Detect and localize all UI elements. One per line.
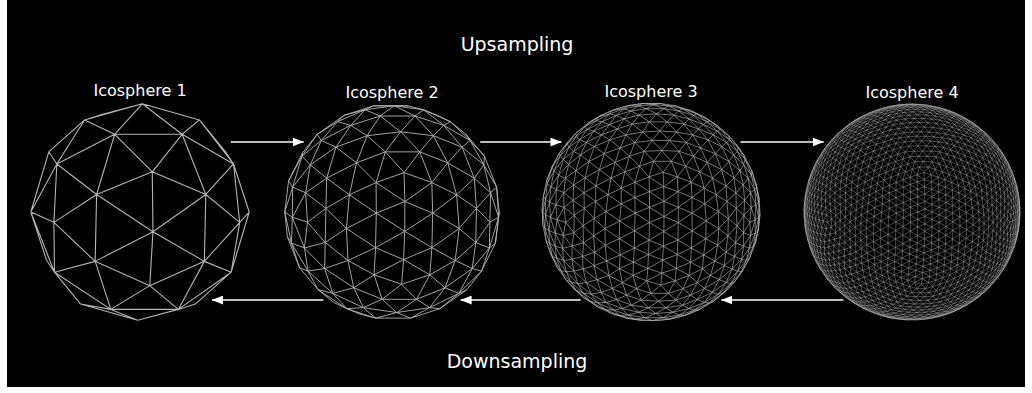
sampling-arrow [461, 299, 581, 301]
sphere-label: Icosphere 4 [865, 83, 958, 102]
sampling-arrow [231, 141, 304, 143]
sphere-label: Icosphere 1 [93, 81, 186, 100]
diagram-title: Upsampling [461, 33, 574, 55]
mesh-edges [804, 104, 1020, 320]
icosphere-node: Icosphere 2 [284, 104, 500, 320]
mesh-edges [31, 104, 249, 320]
diagram-caption: Downsampling [447, 350, 588, 372]
icosphere-node: Icosphere 3 [542, 103, 760, 321]
sampling-arrow [212, 299, 323, 301]
mesh-edges [285, 106, 499, 318]
sampling-arrow [741, 141, 824, 143]
icosphere-wireframe [804, 104, 1020, 320]
icosphere-wireframe [542, 103, 760, 321]
mesh-edges [542, 103, 760, 320]
sampling-arrow [480, 141, 561, 143]
icosphere-node: Icosphere 4 [804, 104, 1020, 320]
sphere-label: Icosphere 2 [345, 83, 438, 102]
icosphere-node: Icosphere 1 [30, 102, 250, 322]
icosphere-wireframe [30, 102, 250, 322]
icosphere-wireframe [284, 104, 500, 320]
sampling-arrow [721, 299, 843, 301]
sphere-label: Icosphere 3 [604, 82, 697, 101]
